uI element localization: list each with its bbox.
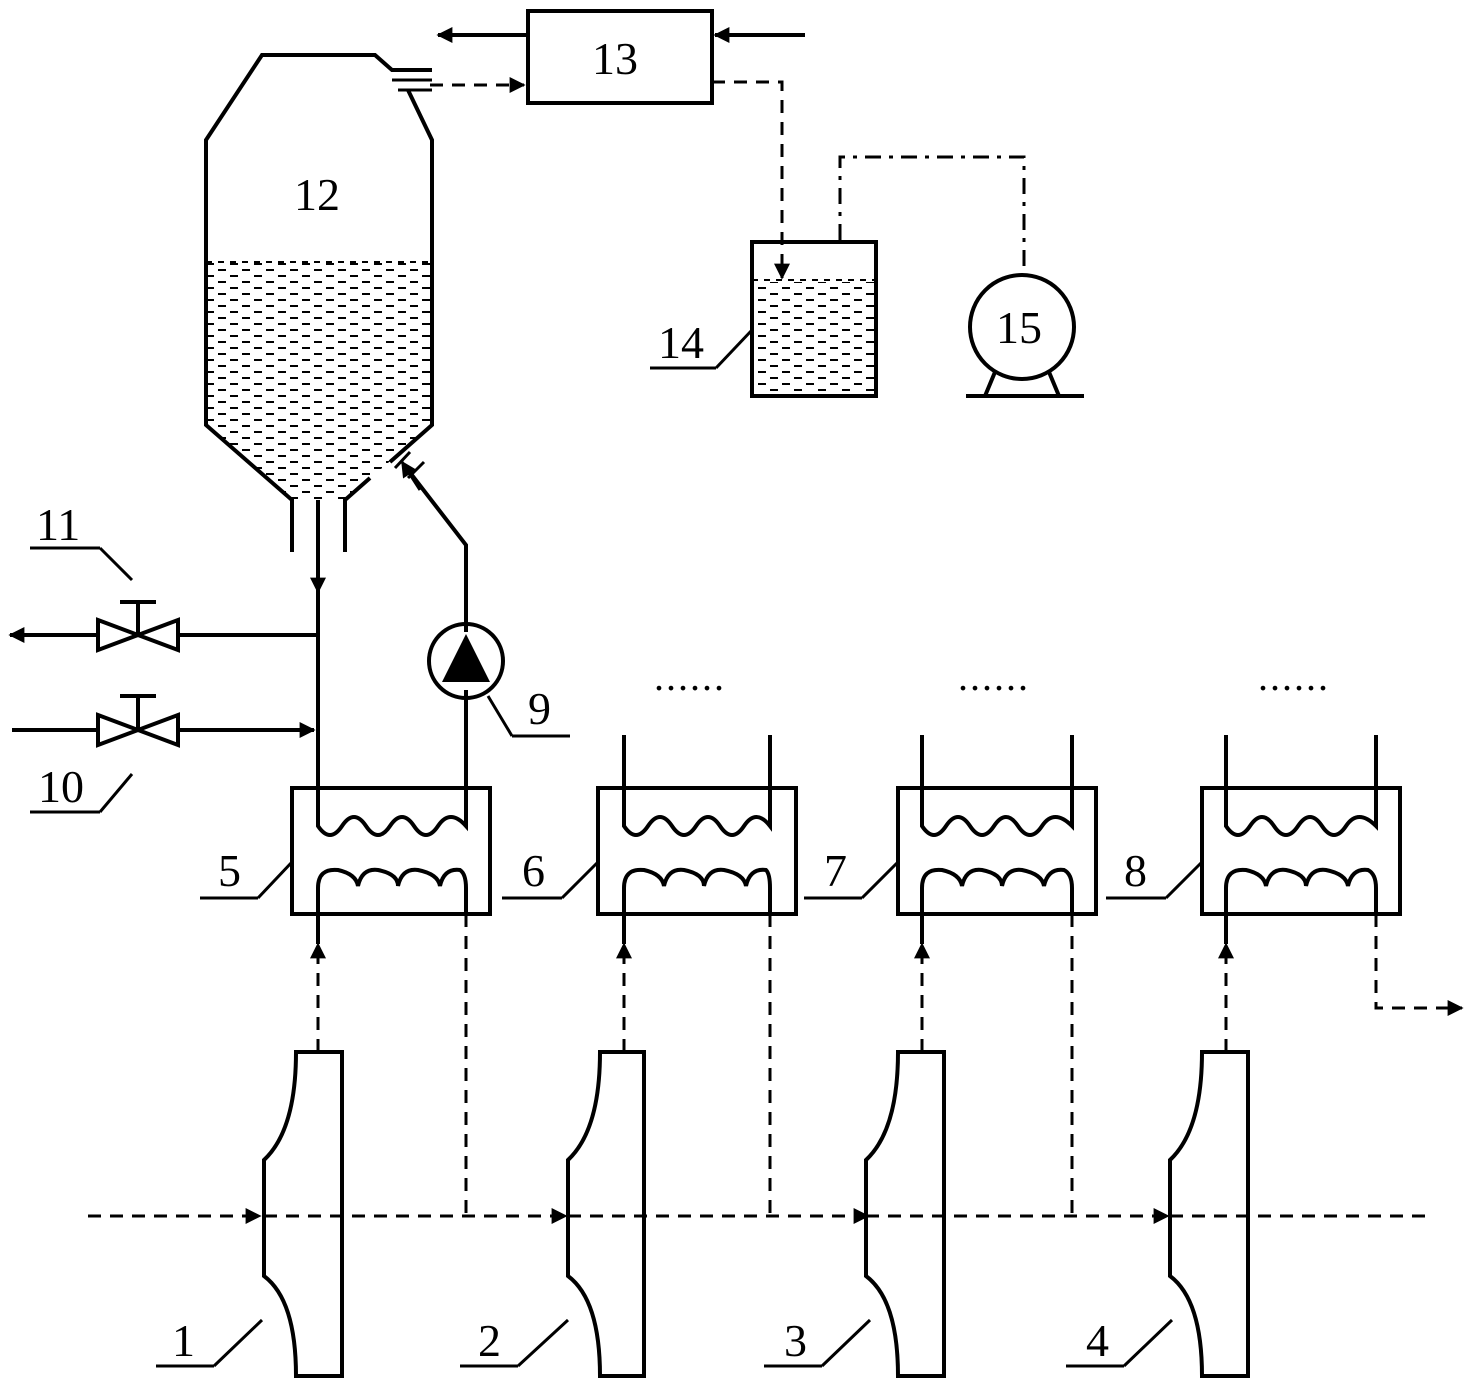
tank-12-label: 12: [294, 169, 340, 220]
vessel-14-liquid: [752, 282, 876, 394]
valve-10: 10: [12, 694, 316, 814]
exchanger-7: 7 ......: [804, 654, 1098, 916]
turbine-4-label: 4: [1086, 1315, 1109, 1366]
unit-13-to-vessel-14-dashed: [712, 80, 790, 280]
exchanger-5: 5: [200, 786, 492, 916]
exchanger-7-label: 7: [824, 845, 847, 896]
turbine-1-label: 1: [172, 1315, 195, 1366]
machine-15-label: 15: [996, 302, 1042, 353]
turbine-3-label: 3: [784, 1315, 807, 1366]
vessel-14-to-machine-15-line: [838, 155, 1026, 276]
turbine-3: 3: [764, 1050, 946, 1378]
exchanger-6: 6 ......: [502, 654, 798, 916]
tank-outline: [204, 53, 434, 552]
exchanger-turbine-links: [310, 914, 1464, 1216]
exchanger-5-label: 5: [218, 845, 241, 896]
turbine-4: 4: [1066, 1050, 1250, 1378]
turbine-2: 2: [460, 1050, 646, 1378]
tank-12: 12: [204, 53, 434, 552]
unit-13-label: 13: [592, 33, 638, 84]
pump-9-label: 9: [528, 683, 551, 734]
exchanger-7-ellipsis: ......: [958, 654, 1030, 699]
pump-triangle: [442, 634, 490, 682]
tank-liquid: [206, 262, 432, 500]
exchanger-6-ellipsis: ......: [654, 654, 726, 699]
unit-13: 13: [526, 9, 714, 105]
vessel-14-label: 14: [658, 317, 704, 368]
turbine-2-label: 2: [478, 1315, 501, 1366]
machine-15: 15: [966, 273, 1084, 398]
exchanger-6-label: 6: [522, 845, 545, 896]
exchanger-8-label: 8: [1124, 845, 1147, 896]
exchanger-8-ellipsis: ......: [1258, 654, 1330, 699]
vessel-14: 14: [650, 240, 878, 398]
valve-10-label: 10: [38, 761, 84, 812]
valve-11-label: 11: [36, 499, 80, 550]
valve-11: 11: [8, 499, 318, 653]
turbine-1: 1: [156, 1050, 344, 1378]
exchanger-8: 8 ......: [1106, 654, 1402, 916]
pump-9: 9: [393, 450, 570, 790]
